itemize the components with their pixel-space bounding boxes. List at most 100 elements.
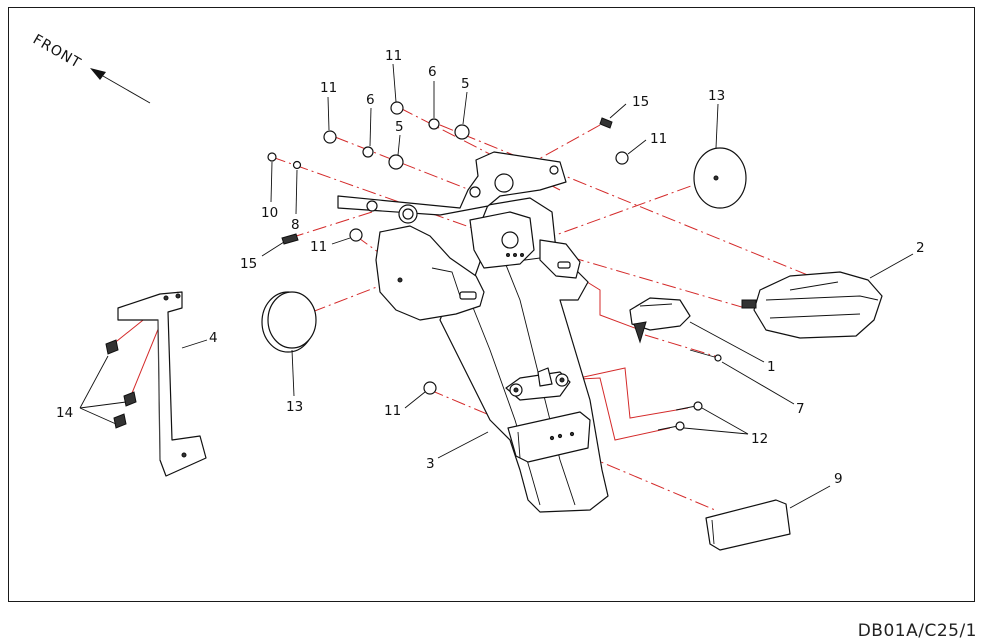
- lamp-edge: [639, 303, 673, 307]
- bracket-hole: [175, 293, 181, 299]
- small-lamp: [629, 297, 691, 344]
- callout-label: 7: [796, 401, 805, 417]
- callout-label: 15: [632, 94, 649, 110]
- leader-line: [261, 241, 285, 257]
- plate-bracket: [117, 291, 207, 477]
- bolt-head: [675, 421, 685, 431]
- callout-label: 11: [320, 80, 337, 96]
- leader-line: [181, 339, 208, 349]
- nut: [267, 152, 277, 162]
- mount-hole: [557, 433, 563, 439]
- leader-line: [789, 485, 831, 509]
- tail-light-housing: [753, 271, 883, 339]
- front-arrow-shaft: [95, 71, 151, 104]
- axis-line: [289, 211, 373, 239]
- reflector-stud: [713, 175, 719, 181]
- front-arrow-head: [90, 68, 106, 80]
- drawing-code: DB01A/C25/1: [857, 621, 977, 641]
- leader-line: [392, 63, 397, 103]
- mount-edge: [517, 431, 521, 459]
- bolt-head: [693, 401, 703, 411]
- washer: [362, 146, 374, 158]
- axis-line: [477, 229, 746, 309]
- rectangular-reflector: [705, 499, 791, 551]
- slot: [557, 261, 571, 269]
- round-reflector-left: [261, 291, 317, 353]
- leader-lines: [79, 63, 914, 509]
- flange-nut: [615, 151, 629, 165]
- tail-light: [741, 271, 883, 339]
- round-reflector-right: [693, 147, 747, 209]
- leader-line: [295, 169, 298, 215]
- callout-label: 5: [395, 119, 404, 135]
- callout-label: 2: [916, 240, 925, 256]
- screw: [123, 391, 137, 407]
- callout-label: 11: [385, 48, 402, 64]
- callout-label: 13: [708, 88, 725, 104]
- plate-edge: [431, 267, 461, 297]
- screw: [599, 117, 613, 129]
- screw: [105, 339, 119, 355]
- leader-line: [79, 401, 127, 409]
- leader-line: [701, 407, 749, 435]
- lamp-base: [633, 321, 647, 344]
- bracket-body: [117, 291, 207, 477]
- connector: [741, 299, 757, 309]
- leader-line: [291, 349, 295, 397]
- callout-label: 11: [310, 239, 327, 255]
- bracket-boss-inner: [402, 208, 414, 220]
- callout-label: 5: [461, 76, 470, 92]
- bolt: [675, 405, 697, 411]
- callout-label: 9: [834, 471, 843, 487]
- upper-cross-bracket: [337, 151, 567, 224]
- leader-line: [683, 427, 749, 435]
- flange-nut: [323, 130, 337, 144]
- right-side-tab: [539, 239, 581, 279]
- front-label: FRONT: [30, 32, 84, 72]
- bracket-hole: [494, 173, 514, 193]
- leader-line: [609, 103, 627, 119]
- callout-label: 12: [751, 431, 768, 447]
- bracket-hole: [549, 165, 559, 175]
- washer: [292, 160, 302, 170]
- axis-line: [644, 334, 719, 358]
- leader-line: [79, 407, 117, 425]
- leader-line: [627, 139, 647, 155]
- fender-edge: [469, 299, 541, 506]
- reflector-mount: [507, 411, 591, 463]
- bolt: [657, 425, 679, 431]
- mount-hole: [569, 431, 575, 437]
- fasteners: [105, 101, 722, 431]
- bolt-hole-center: [559, 377, 565, 383]
- leader-line: [270, 161, 273, 203]
- leader-line: [689, 321, 765, 363]
- leader-line: [369, 107, 372, 147]
- washer: [428, 118, 440, 130]
- lens-edge: [765, 295, 879, 301]
- mount-hole: [513, 253, 517, 257]
- leader-line: [869, 253, 914, 279]
- reflector-body: [705, 499, 791, 551]
- callout-label: 4: [209, 330, 218, 346]
- spacer: [454, 124, 470, 140]
- leader-line: [79, 355, 109, 409]
- callout-label: 14: [56, 405, 73, 421]
- slot: [459, 291, 477, 300]
- screw-head: [714, 354, 722, 362]
- leader-line: [721, 361, 795, 405]
- leader-line: [397, 134, 401, 156]
- leader-line: [404, 391, 426, 409]
- flange-nut: [390, 101, 404, 115]
- leader-line: [715, 103, 719, 149]
- screw: [113, 413, 127, 429]
- mount-hole: [501, 231, 519, 249]
- reflector-rim: [267, 291, 317, 349]
- bolt-hole-center: [513, 387, 519, 393]
- axis-line: [271, 156, 479, 231]
- left-side-plate: [375, 225, 485, 321]
- callout-label: 6: [366, 92, 375, 108]
- plate-holder-top: [505, 371, 571, 401]
- leader-line: [327, 96, 330, 131]
